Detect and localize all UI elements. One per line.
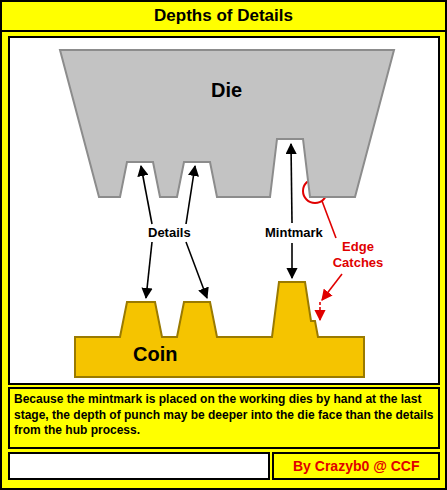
coin-shape: Coin bbox=[72, 277, 368, 380]
diagram-title: Depths of Details bbox=[2, 2, 445, 30]
coin-shape-outline bbox=[72, 277, 368, 380]
blank-box bbox=[8, 452, 270, 480]
coin-shape-outline bbox=[75, 282, 364, 377]
leader-arrow bbox=[141, 166, 152, 224]
callout-label: Edge Catches bbox=[326, 239, 390, 270]
leader-arrow bbox=[186, 166, 195, 224]
leader-arrow bbox=[291, 144, 292, 223]
damage-arrow bbox=[319, 302, 321, 320]
part-label: Details bbox=[146, 225, 193, 241]
part-name: Die bbox=[211, 79, 242, 102]
die-shape-outline bbox=[60, 50, 394, 197]
leader-arrow bbox=[146, 242, 152, 298]
leader-arrow bbox=[291, 243, 293, 278]
part-name: Coin bbox=[133, 343, 177, 366]
caption-note: Because the mintmark is placed on the wo… bbox=[8, 387, 440, 449]
leader-arrow bbox=[186, 242, 207, 298]
part-label: Mintmark bbox=[263, 225, 325, 241]
damage-arrow bbox=[322, 274, 342, 300]
die-shape-outline bbox=[57, 47, 397, 203]
drawing-panel: DieCoin Details MintmarkEdge Catches bbox=[8, 36, 440, 385]
credit-watermark: By Crazyb0 @ CCF bbox=[291, 458, 421, 475]
title-bar: Depths of Details bbox=[2, 2, 445, 32]
die-shape: Die bbox=[57, 47, 397, 203]
